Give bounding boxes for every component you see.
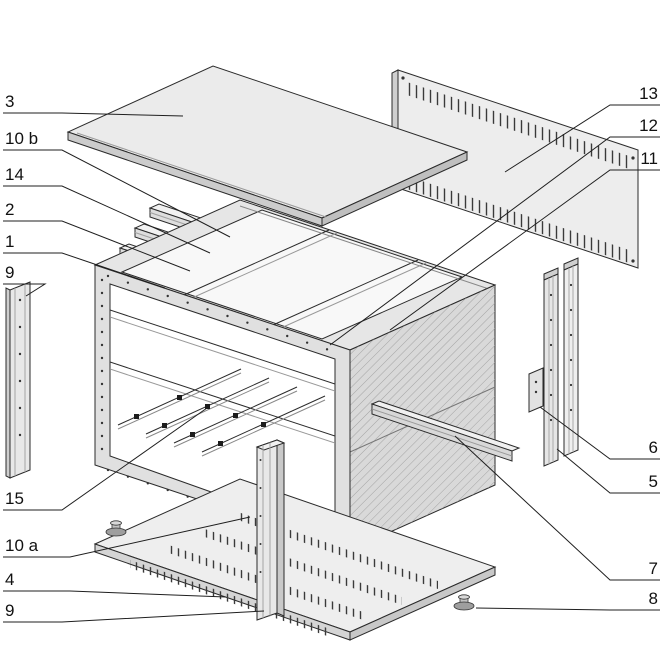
callout-10b: 10 b <box>5 129 39 148</box>
chassis-interior <box>110 309 335 457</box>
callout-15: 15 <box>5 489 24 508</box>
callout-13: 13 <box>639 84 658 103</box>
leader-13 <box>504 104 660 173</box>
callout-6: 6 <box>648 438 658 457</box>
callout-12: 12 <box>639 116 658 135</box>
leader-4 <box>3 590 227 598</box>
foot-left <box>105 520 127 537</box>
tray-vent-row <box>130 560 330 637</box>
leader-1 <box>3 252 166 289</box>
card-guides <box>117 368 326 457</box>
leader-12 <box>329 136 660 346</box>
left-mounting-strip <box>5 281 31 479</box>
vent-slots-top <box>404 81 632 170</box>
leader-6 <box>539 406 660 460</box>
tray-vent-row <box>202 528 402 605</box>
front-vertical-rail <box>255 439 286 621</box>
callout-11: 11 <box>640 149 658 168</box>
tray-vent-row <box>238 512 438 589</box>
callout-3: 3 <box>5 92 15 111</box>
leader-5 <box>556 448 660 494</box>
leader-8 <box>475 607 660 611</box>
callout-2: 2 <box>5 200 15 219</box>
leader-9-bottom <box>3 610 265 623</box>
leader-7 <box>454 435 660 581</box>
top-cover <box>66 65 469 227</box>
callout-5: 5 <box>648 472 658 491</box>
leader-2 <box>3 220 191 272</box>
callout-4: 4 <box>5 570 15 589</box>
callout-8: 8 <box>648 589 658 608</box>
leader-3 <box>3 112 184 117</box>
leader-10a <box>3 516 251 558</box>
foot-right <box>453 594 475 611</box>
callout-9-top: 9 <box>5 263 15 282</box>
bottom-rail-7 <box>370 400 521 462</box>
leader-10b <box>3 149 231 238</box>
leader-14 <box>3 185 211 254</box>
chassis-top-opening <box>120 209 464 340</box>
leader-15 <box>3 407 208 511</box>
callout-14: 14 <box>5 165 24 184</box>
bracket-6 <box>528 367 544 413</box>
leader-11 <box>389 169 660 331</box>
leader-9-top <box>3 283 47 297</box>
callout-10a: 10 a <box>5 536 39 555</box>
callout-1: 1 <box>5 232 15 251</box>
leader-lines <box>3 104 660 623</box>
callout-9-bottom: 9 <box>5 601 15 620</box>
callout-7: 7 <box>648 559 658 578</box>
vent-slots-bottom <box>404 175 632 264</box>
